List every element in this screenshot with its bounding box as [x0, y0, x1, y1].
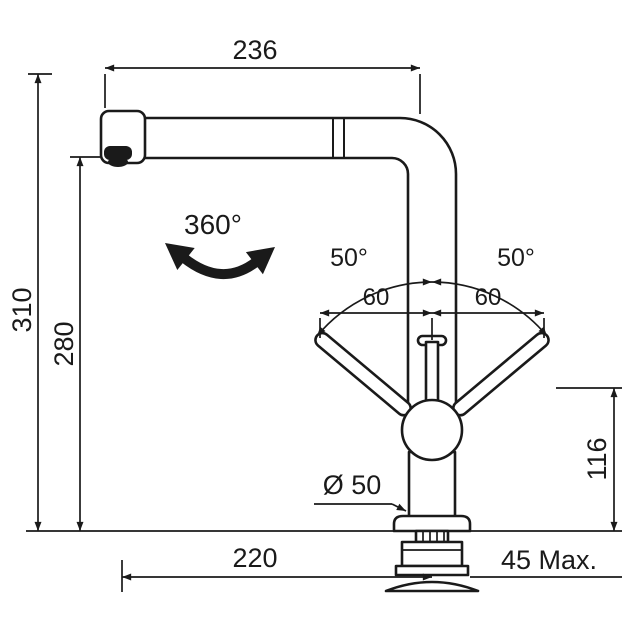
angle-arc-right: [431, 278, 548, 337]
rotation-arrow-right-head: [245, 247, 275, 275]
angle-left-label: 50°: [330, 244, 368, 272]
dim-reach-label: 236: [232, 35, 277, 65]
spray-outlet: [104, 146, 132, 160]
dim-total-height-label: 310: [7, 287, 37, 332]
max-thickness-label: 45 Max.: [501, 545, 597, 575]
handle-left-position: [314, 331, 412, 417]
projection-label: 220: [232, 543, 277, 573]
mounting-hardware: [384, 529, 480, 593]
rotation-arrow-left-head: [165, 243, 195, 270]
mounting-nut: [400, 540, 464, 568]
swivel-symbol: 360°: [165, 209, 275, 279]
rotation-arrow-band: [180, 254, 260, 279]
faucet-lower-body: [407, 450, 457, 520]
faucet: [99, 109, 550, 593]
swivel-label: 360°: [184, 209, 242, 240]
base-diameter-label: Ø 50: [323, 470, 382, 500]
washer: [394, 564, 470, 577]
handle-swing-arcs: 50° 50°: [316, 244, 548, 337]
dim-outlet-height: 280: [49, 156, 100, 531]
handle-height-label: 116: [582, 437, 612, 480]
countertop-lines: [26, 530, 622, 578]
handle-offset-right-label: 60: [475, 284, 502, 311]
dim-max-thickness: 45 Max.: [501, 545, 597, 575]
dim-reach: 236: [104, 35, 421, 114]
handle-offset-left-label: 60: [363, 284, 390, 311]
faucet-base-flange: [392, 514, 472, 533]
ball-joint: [400, 398, 464, 462]
angle-arc-left: [316, 278, 433, 337]
base-gasket: [384, 580, 480, 593]
base-diameter-leader: [391, 503, 407, 512]
dim-projection: 220: [121, 543, 432, 592]
dim-handle-offset: 60 60: [319, 284, 545, 340]
angle-right-label: 50°: [497, 244, 535, 272]
faucet-body-outline: [138, 116, 458, 422]
spray-outlet-tip: [108, 157, 128, 167]
dim-outlet-height-label: 280: [49, 321, 79, 366]
dim-total-height: 310: [7, 73, 52, 531]
dim-base-diameter: Ø 50: [314, 470, 407, 512]
handle-right-position: [452, 331, 550, 417]
dim-handle-height: 116: [556, 387, 622, 531]
